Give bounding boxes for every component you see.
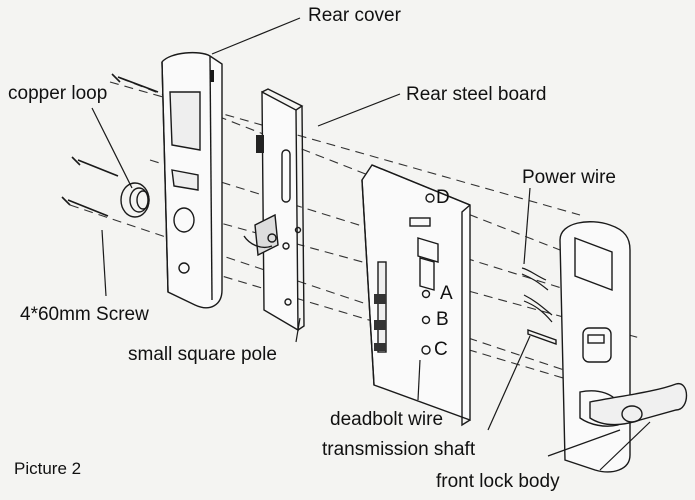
label-front-lock-body: front lock body (436, 471, 560, 492)
hole-mark-b: B (436, 309, 449, 330)
hole-mark-d: D (436, 187, 450, 208)
screw-top (111, 73, 159, 93)
leader-lines (91, 17, 651, 471)
label-rear-steel-board: Rear steel board (406, 84, 547, 105)
lock-body-box (361, 164, 471, 427)
label-power-wire: Power wire (522, 167, 616, 188)
screws (61, 73, 159, 217)
label-screw: 4*60mm Screw (20, 304, 149, 325)
deadbolt-wire-line (243, 235, 273, 249)
screw-middle (71, 156, 119, 177)
hole-mark-a: A (440, 283, 453, 304)
transmission-shaft (527, 329, 557, 345)
rear-steel-board-part (254, 88, 305, 332)
front-lock-body-part (559, 221, 688, 473)
label-small-square-pole: small square pole (128, 344, 277, 365)
rear-cover-part (161, 51, 223, 309)
screw-bottom (61, 196, 109, 217)
power-wires (521, 267, 553, 323)
hole-mark-c: C (434, 339, 448, 360)
label-transmission-shaft: transmission shaft (322, 439, 476, 460)
copper-loop-part (120, 182, 150, 218)
label-deadbolt-wire: deadbolt wire (330, 409, 444, 430)
label-rear-cover: Rear cover (308, 5, 401, 26)
label-copper-loop: copper loop (8, 83, 108, 104)
label-caption: Picture 2 (14, 459, 82, 478)
